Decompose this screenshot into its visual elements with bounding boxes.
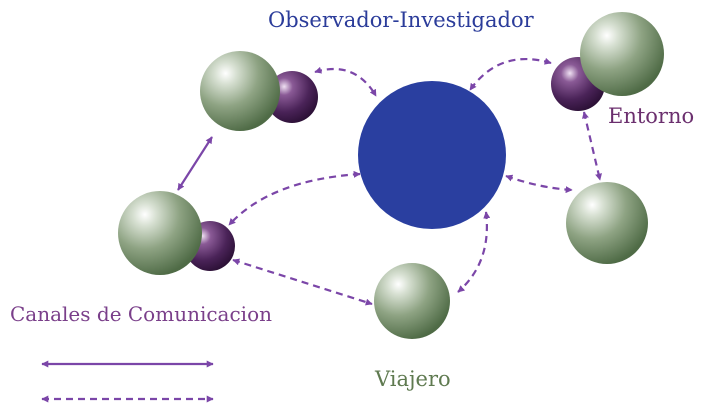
traveler-label: Viajero <box>375 367 451 391</box>
left-person-node <box>118 191 202 275</box>
dashed-arrow-tr-right <box>582 111 602 181</box>
dashed-arrow-tl-observer <box>314 66 377 97</box>
observer-node <box>358 81 506 229</box>
traveler-node <box>374 263 450 339</box>
legend-title: Canales de Comunicacion <box>10 302 272 326</box>
solid-arrow-tl-left <box>177 136 213 191</box>
diagram-title: Observador-Investigador <box>268 8 534 32</box>
right-person-node <box>566 182 648 264</box>
environment-label: Entorno <box>608 104 695 128</box>
dashed-arrow-left-traveler <box>232 258 373 306</box>
dashed-arrow-observer-traveler <box>457 211 491 293</box>
top-left-person-node <box>200 51 280 131</box>
dashed-arrow-observer-right <box>505 174 573 194</box>
dashed-arrow-observer-left <box>228 170 361 226</box>
top-right-person-node <box>580 12 664 96</box>
dashed-arrow-tr-observer <box>469 57 552 91</box>
